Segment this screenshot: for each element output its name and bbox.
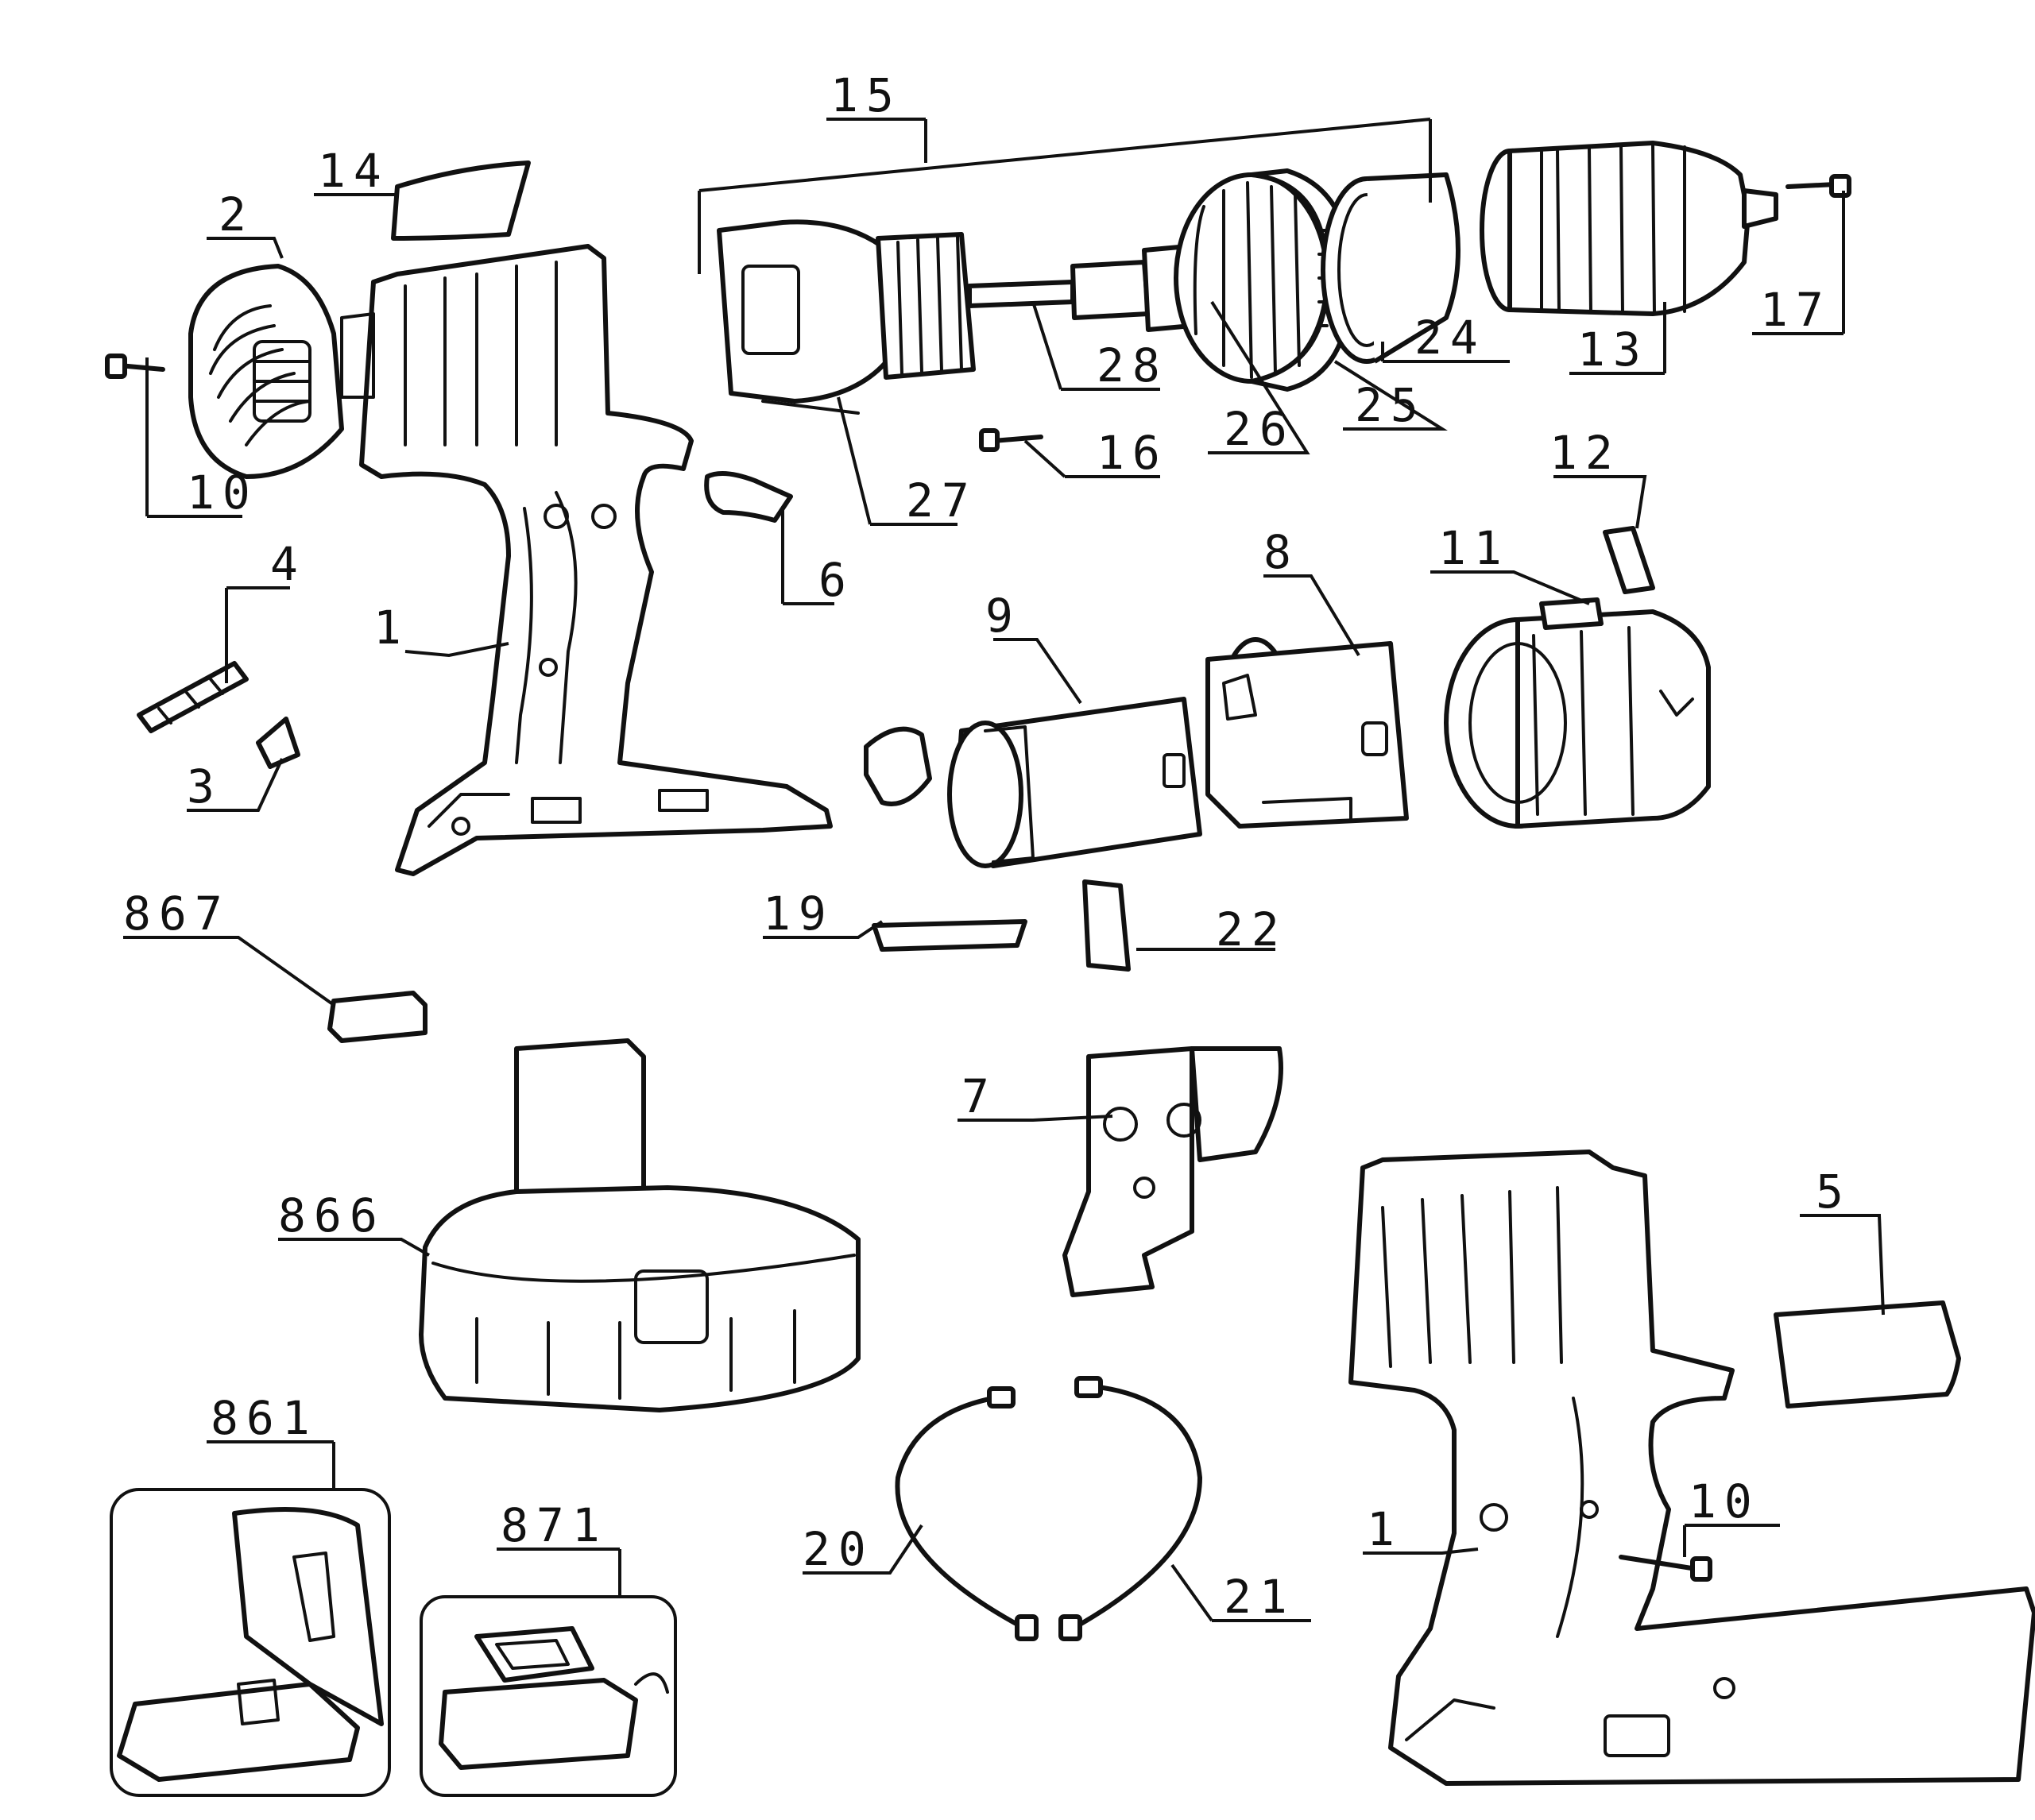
part-28-shaft [967, 244, 1194, 332]
part-10-screw-top [105, 354, 165, 379]
part-867-block [327, 991, 428, 1043]
part-7-switch [1062, 1046, 1283, 1297]
part-6-switch-lever [704, 471, 793, 523]
part-17-screw [1785, 174, 1851, 198]
label-10-bottom: 10 [1689, 1474, 1760, 1528]
part-5-label [1774, 1300, 1961, 1408]
label-28: 28 [1097, 338, 1168, 392]
label-24: 24 [1414, 311, 1486, 365]
part-25-ring [1321, 172, 1460, 364]
label-867: 867 [123, 887, 230, 941]
label-4: 4 [270, 537, 306, 591]
label-3: 3 [187, 759, 222, 813]
label-22: 22 [1216, 902, 1287, 956]
part-19-terminal-plate [872, 919, 1027, 952]
part-1-left-housing [340, 244, 833, 876]
label-14: 14 [318, 144, 389, 198]
part-27-gearbox [717, 219, 976, 415]
part-8-motor-housing [1205, 637, 1409, 829]
label-871: 871 [501, 1498, 608, 1552]
part-4-bit [137, 661, 249, 733]
label-7: 7 [961, 1069, 997, 1123]
label-25: 25 [1355, 378, 1426, 432]
part-21-wire [1058, 1376, 1202, 1641]
label-10-top: 10 [187, 466, 258, 520]
label-5: 5 [1816, 1165, 1851, 1219]
part-861-case [110, 1488, 391, 1797]
label-19: 19 [763, 887, 834, 941]
label-12: 12 [1549, 426, 1621, 480]
label-16: 16 [1097, 426, 1168, 480]
label-13: 13 [1577, 323, 1649, 377]
label-20: 20 [803, 1522, 874, 1576]
label-1-bottom: 1 [1367, 1502, 1402, 1556]
part-22-clip [1082, 879, 1131, 972]
label-8: 8 [1263, 525, 1299, 579]
label-866: 866 [278, 1188, 385, 1242]
label-6: 6 [818, 553, 854, 607]
part-16-screw [979, 428, 1043, 452]
label-9: 9 [985, 589, 1021, 643]
label-21: 21 [1224, 1570, 1295, 1624]
label-2: 2 [219, 187, 254, 242]
part-26-clutch-collar [1174, 168, 1353, 392]
part-13-chuck [1480, 141, 1778, 316]
part-866-battery [419, 1038, 861, 1412]
part-9-motor [864, 697, 1202, 868]
part-12-clip [1603, 526, 1655, 594]
part-14-label-plate [391, 160, 531, 241]
part-11-transmission-housing [1444, 597, 1711, 829]
part-1-right-housing [1348, 1150, 2035, 1786]
part-2-end-cap [188, 264, 344, 479]
label-27: 27 [906, 473, 977, 527]
callout-labels: 15 14 2 10 4 3 1 6 27 16 28 26 25 24 13 … [123, 68, 1851, 1624]
part-20-wire [895, 1386, 1039, 1641]
part-3-clip [256, 717, 300, 769]
leader-lines [123, 118, 1885, 1622]
label-26: 26 [1224, 402, 1295, 456]
label-11: 11 [1438, 521, 1510, 575]
part-10-screw-bottom [1619, 1555, 1712, 1582]
label-861: 861 [211, 1391, 318, 1445]
label-17: 17 [1760, 283, 1832, 337]
label-1-top: 1 [373, 601, 409, 655]
label-15: 15 [830, 68, 902, 122]
part-871-charger [420, 1595, 677, 1797]
